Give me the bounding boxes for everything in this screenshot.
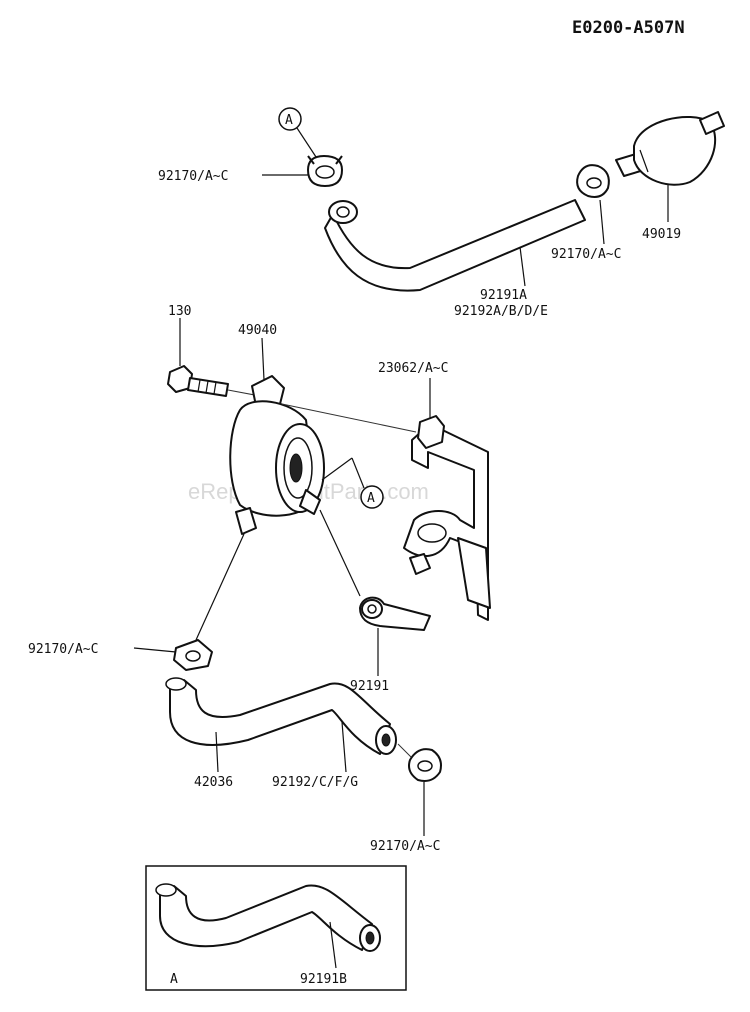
inset-ref-letter: A bbox=[170, 972, 178, 987]
callout-a-middle: A bbox=[321, 457, 384, 509]
clamp-top-left bbox=[307, 155, 343, 187]
label-filter: 49019 bbox=[642, 227, 681, 242]
fuel-filter bbox=[615, 111, 725, 186]
label-pump: 49040 bbox=[238, 323, 277, 338]
label-inset-hose: 92191B bbox=[300, 972, 347, 987]
clamp-bottom bbox=[408, 748, 442, 782]
hose-lower bbox=[165, 677, 397, 755]
hose-upper bbox=[324, 199, 586, 292]
callout-a-middle-letter: A bbox=[367, 491, 375, 506]
callout-a-top: A bbox=[278, 107, 319, 161]
label-hose-small: 92191 bbox=[350, 679, 389, 694]
label-clamp-top-right: 92170/A~C bbox=[551, 247, 621, 262]
bolt bbox=[167, 365, 229, 397]
label-bracket: 23062/A~C bbox=[378, 361, 448, 376]
bracket bbox=[403, 415, 491, 621]
label-hose-upper-1: 92191A bbox=[480, 288, 527, 303]
inset-box bbox=[145, 865, 407, 991]
fuel-pump bbox=[229, 375, 325, 535]
label-hose-upper-2: 92192A/B/D/E bbox=[454, 304, 548, 319]
label-clamp-bottom: 92170/A~C bbox=[370, 839, 440, 854]
label-hose-lower-alt: 92192/C/F/G bbox=[272, 775, 358, 790]
callout-a-top-letter: A bbox=[285, 113, 293, 128]
diagram-code: E0200-A507N bbox=[572, 18, 685, 38]
hose-small bbox=[359, 596, 431, 631]
clamp-top-right bbox=[576, 164, 610, 198]
label-clamp-mid-left: 92170/A~C bbox=[28, 642, 98, 657]
label-hose-lower: 42036 bbox=[194, 775, 233, 790]
label-bolt: 130 bbox=[168, 304, 191, 319]
label-clamp-top-left: 92170/A~C bbox=[158, 169, 228, 184]
clamp-mid-left bbox=[173, 639, 213, 671]
